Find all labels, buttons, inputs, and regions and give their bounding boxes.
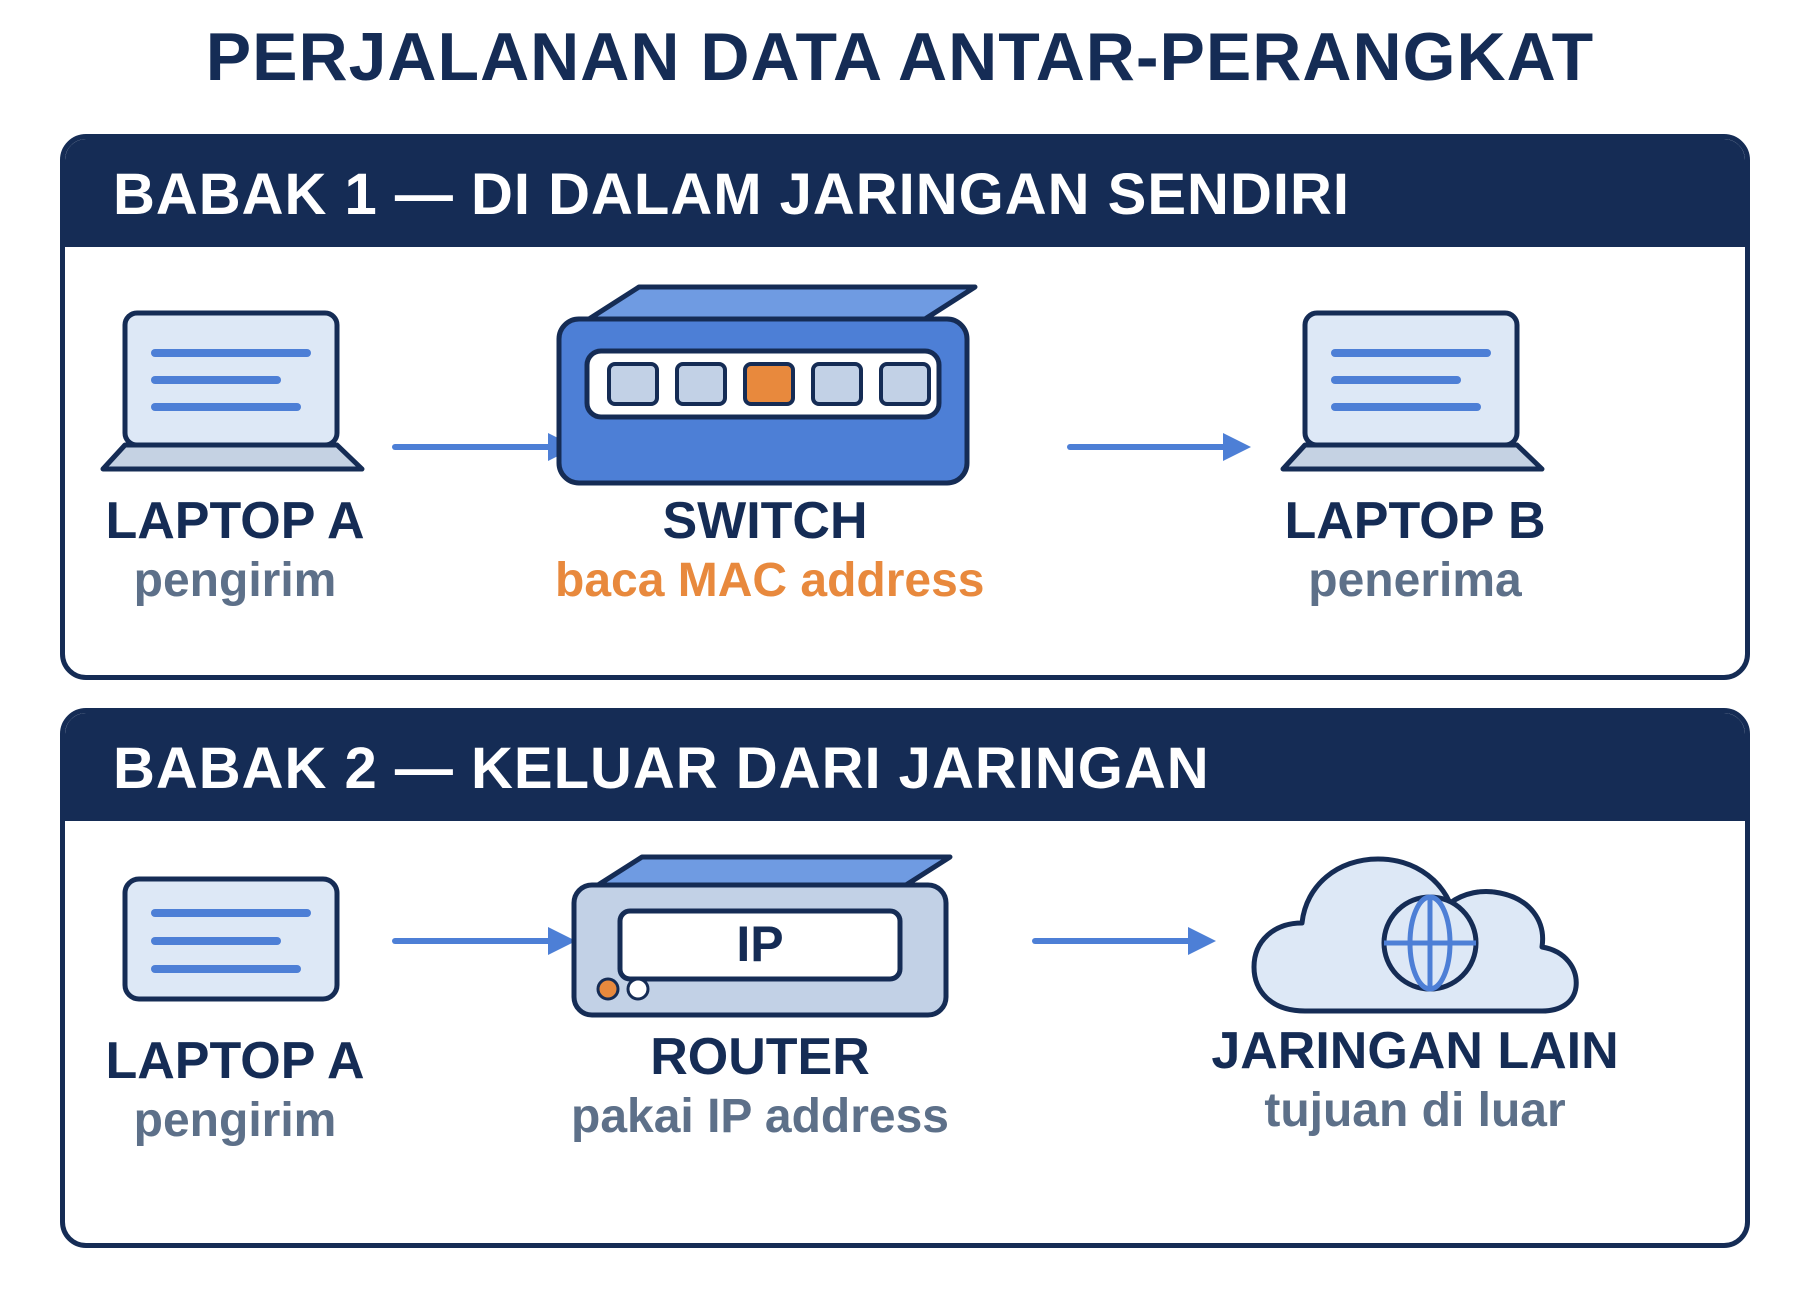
node-sublabel: pengirim [133,554,337,607]
node-label: SWITCH [662,492,868,550]
cloud-globe-icon [1251,856,1579,1014]
stage-2-node-laptop-a: LAPTOP A pengirim [85,873,385,1193]
arrow-right-icon [392,927,576,955]
node-sublabel: baca MAC address [555,554,985,607]
stage-2-node-router: IP ROUTER pakai IP address [570,854,953,1197]
laptop-icon [1280,310,1545,472]
stage-2-body: LAPTOP A pengirim IP ROUTER pak [65,821,1745,1243]
data-card-icon [122,876,340,1002]
node-sublabel: pengirim [133,1094,337,1147]
stage-2-node-other-network: JARINGAN LAIN tujuan di luar [1165,845,1665,1205]
node-label: JARINGAN LAIN [1211,1022,1619,1080]
node-sublabel: tujuan di luar [1264,1084,1566,1137]
stage-2-panel: BABAK 2 — KELUAR DARI JARINGAN LAPTOP A … [60,708,1750,1248]
laptop-icon [100,310,365,472]
router-icon: IP [571,854,953,1018]
node-sublabel: penerima [1308,554,1522,607]
switch-icon [556,284,978,486]
arrow-right-icon [1032,927,1216,955]
arrow-right-icon [1067,433,1251,461]
stage-1-header: BABAK 1 — DI DALAM JARINGAN SENDIRI [65,139,1745,247]
router-badge: IP [736,916,783,972]
node-label: LAPTOP A [105,1032,365,1090]
node-sublabel: pakai IP address [571,1090,949,1143]
stage-1-body: LAPTOP A pengirim [65,247,1745,675]
node-label: LAPTOP A [105,492,365,550]
node-label: ROUTER [650,1028,870,1086]
stage-1-node-switch: SWITCH baca MAC address [555,284,985,617]
page-title: PERJALANAN DATA ANTAR-PERANGKAT [205,19,1595,95]
stage-1-panel: BABAK 1 — DI DALAM JARINGAN SENDIRI LAPT… [60,134,1750,680]
node-label: LAPTOP B [1284,492,1546,550]
stage-1-node-laptop-b: LAPTOP B penerima [1265,307,1565,617]
arrow-right-icon [392,433,576,461]
stage-1-node-laptop-a: LAPTOP A pengirim [85,307,385,617]
stage-2-header: BABAK 2 — KELUAR DARI JARINGAN [65,713,1745,821]
